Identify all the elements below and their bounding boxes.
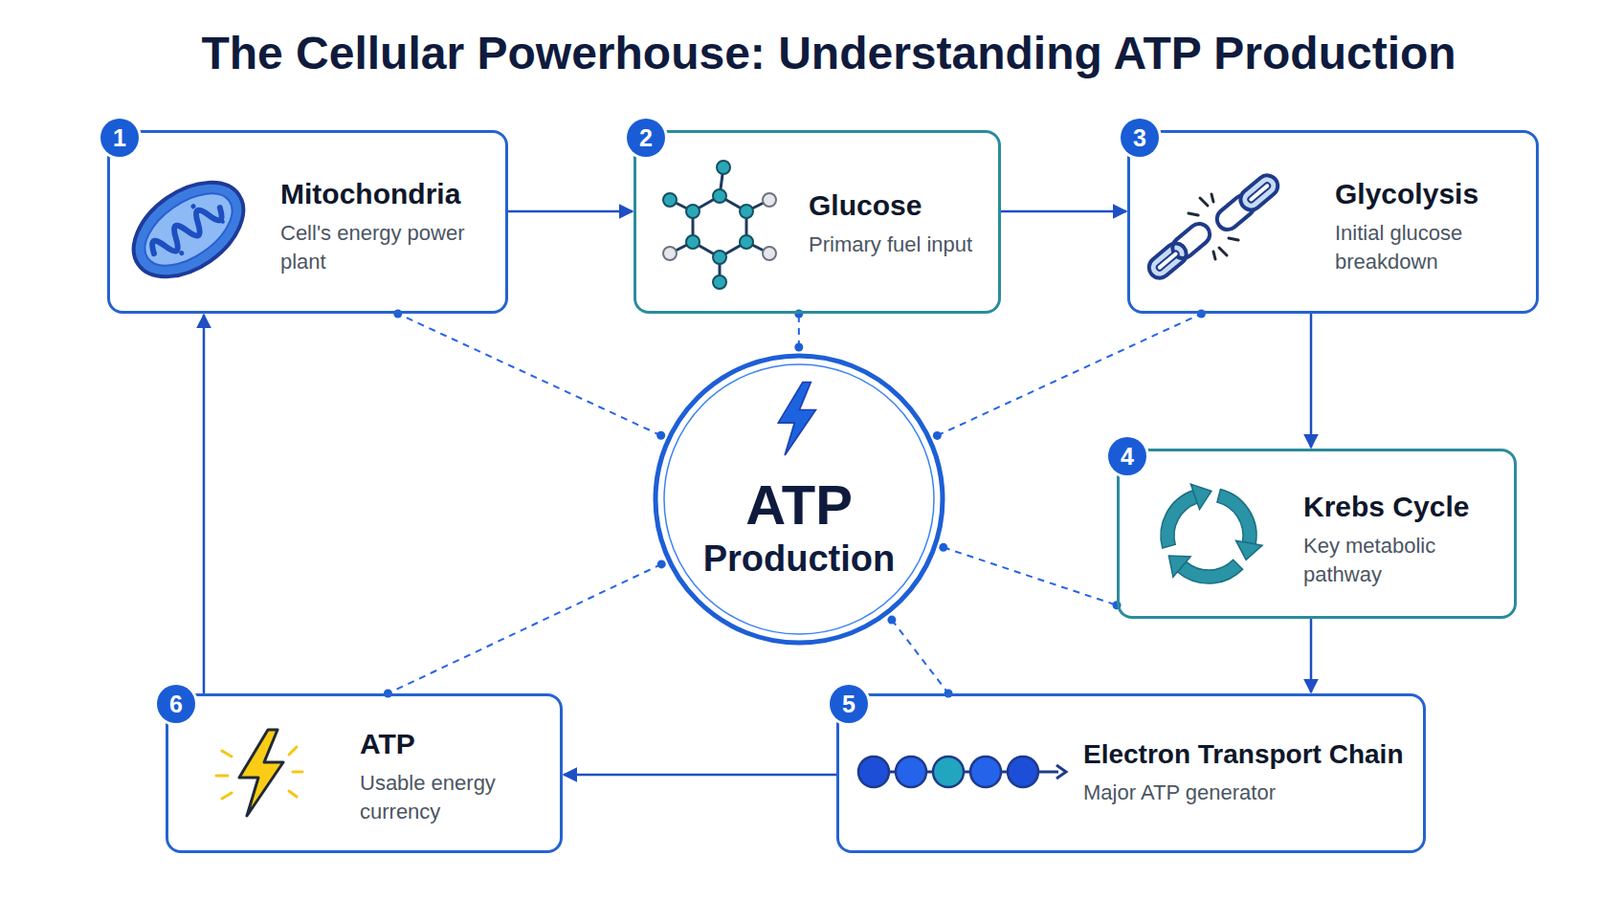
flow-arrow [1311,313,1312,448]
process-box: Krebs CycleKey metabolic pathway [1116,448,1517,620]
box-heading: Glycolysis [1334,177,1517,212]
connectors [203,211,1312,776]
hub-title: ATP [745,477,853,534]
cycle-arrows-icon [1160,484,1263,584]
callout-number: 5 [829,685,868,724]
hub-bolt [777,382,816,457]
box-heading: Electron Transport Chain [1083,738,1404,772]
flow-arrow [563,775,837,777]
electron-chain-icon [858,756,1067,788]
process-box: GlycolysisInitial glucose breakdown [1127,130,1539,314]
hub-circle: ATP Production [650,351,948,648]
box-text: GlycolysisInitial glucose breakdown [1334,177,1517,276]
box-description: Initial glucose breakdown [1334,219,1517,276]
dashed-link [393,310,666,441]
process-box: MitochondriaCell's energy power plant [107,130,509,314]
callout-number: 4 [1108,437,1147,476]
dashed-link [938,543,1121,610]
box-text: GlucosePrimary fuel input [808,188,973,260]
diagram-title: The Cellular Powerhouse: Understanding A… [200,26,1456,80]
lightning-icon [216,730,303,817]
process-box: Electron Transport ChainMajor ATP genera… [836,693,1426,854]
flow-arrow [1311,619,1312,693]
box-text: ATP Usable energy currency [359,727,528,826]
flow-arrow [508,211,633,213]
box-text: Electron Transport ChainMajor ATP genera… [1083,738,1404,807]
box-heading: Glucose [808,188,973,223]
box-description: Primary fuel input [808,230,973,260]
callout-number: 3 [1120,118,1159,157]
box-description: Key metabolic pathway [1303,532,1486,589]
box-text: Krebs CycleKey metabolic pathway [1303,489,1486,589]
box-heading: Krebs Cycle [1303,489,1486,525]
box-heading: Mitochondria [280,177,472,212]
box-description: Usable energy currency [359,769,528,826]
box-heading: ATP [359,727,528,762]
dashed-link [933,310,1206,441]
glucose-molecule-icon [663,160,777,289]
dashed-link [794,310,803,353]
hub-text: ATP Production [650,351,948,648]
flow-arrow [1000,211,1127,213]
mitochondria-icon [116,163,262,297]
process-box: ATP Usable energy currency [165,693,563,854]
hub-subtitle: Production [703,540,896,578]
callout-number: 6 [156,685,196,724]
callout-number: 1 [100,118,139,157]
broken-chain-icon [1144,171,1282,283]
callout-number: 2 [626,118,666,157]
process-box: GlucosePrimary fuel input [633,130,1001,314]
box-description: Major ATP generator [1083,778,1371,808]
flow-arrow [203,314,205,694]
dashed-link [383,559,667,698]
box-text: MitochondriaCell's energy power plant [280,177,472,276]
box-description: Cell's energy power plant [280,219,472,276]
dashed-link [887,616,953,699]
